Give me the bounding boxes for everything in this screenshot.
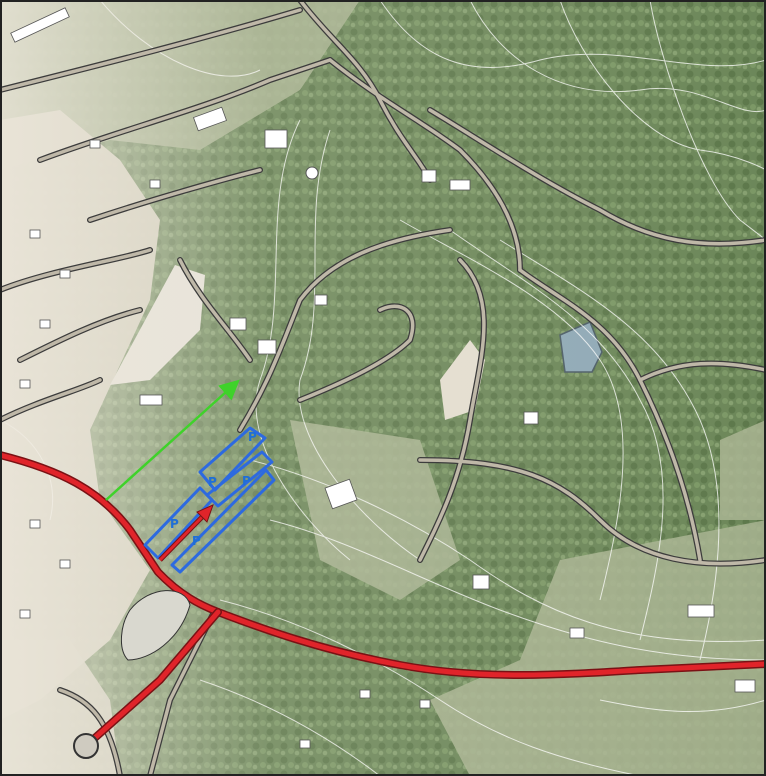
parking-lot-c <box>143 486 214 560</box>
roundabout <box>73 733 99 759</box>
parking-icon: P <box>248 430 257 444</box>
vehicle-arrow-icon <box>158 504 214 562</box>
parking-icon: P <box>192 534 201 548</box>
main-road <box>0 451 766 748</box>
parking-lot-a <box>198 426 267 492</box>
pedestrian-arrow-icon <box>105 379 240 501</box>
traffic-island <box>121 590 191 661</box>
water-tower <box>305 166 319 180</box>
parking-icon: P <box>170 517 179 531</box>
parking-icon: P <box>208 475 217 489</box>
parking-areas <box>143 426 276 574</box>
parking-lot-b <box>205 450 274 508</box>
parking-icon: P <box>242 474 251 488</box>
buildings <box>10 7 756 749</box>
parking-lot-d <box>170 468 276 574</box>
